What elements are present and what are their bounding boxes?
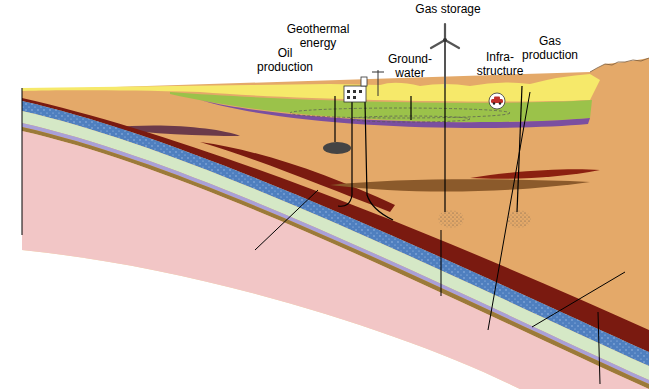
power-pole — [372, 72, 384, 73]
fault-line — [532, 272, 625, 327]
car-icon — [489, 93, 505, 109]
fault-line — [441, 230, 442, 296]
site-label: Ground- water — [385, 52, 435, 80]
oil-reservoir — [323, 142, 351, 154]
turbine-mast — [444, 40, 446, 88]
gas-reservoir — [507, 210, 531, 228]
car-icon — [491, 99, 503, 103]
gas-reservoir — [438, 210, 464, 228]
fault-line — [488, 92, 530, 330]
sand-lens — [330, 179, 590, 191]
turbine-blade — [444, 24, 446, 40]
gas-production-well — [517, 86, 522, 212]
peat-layer — [200, 100, 590, 128]
plant-window — [353, 96, 356, 99]
shale-lens — [470, 169, 600, 178]
plant-tower — [361, 77, 367, 86]
site-label: Infra- structure — [473, 50, 527, 78]
power-pole — [378, 70, 379, 96]
car-wheel — [499, 102, 501, 104]
fault-line — [255, 190, 318, 250]
plant-window — [359, 90, 362, 93]
turbine-hub — [443, 38, 447, 42]
hill-surface — [590, 58, 649, 72]
geothermal-well — [365, 102, 393, 220]
oil-well — [334, 96, 335, 142]
geothermal-well — [338, 102, 352, 206]
groundwater-well — [410, 96, 411, 120]
plant-window — [347, 96, 350, 99]
site-label: Geothermal energy — [283, 22, 353, 50]
car-icon — [494, 97, 500, 100]
turbine-blade — [445, 40, 459, 48]
section-edge — [22, 88, 23, 235]
dune-sand — [22, 74, 600, 102]
groundwater-zone — [290, 108, 510, 118]
turbine-blade — [431, 40, 445, 48]
plant-window — [347, 90, 350, 93]
groundwater-zone — [350, 116, 470, 122]
site-label: Gas production — [518, 34, 582, 62]
site-label: Gas storage — [403, 2, 493, 16]
site-label: Oil production — [253, 46, 317, 74]
car-wheel — [493, 102, 495, 104]
plant-window — [353, 90, 356, 93]
gas-storage-well — [444, 84, 445, 212]
power-plant — [344, 86, 366, 102]
fault-line — [598, 312, 600, 384]
background-fill — [0, 250, 520, 389]
